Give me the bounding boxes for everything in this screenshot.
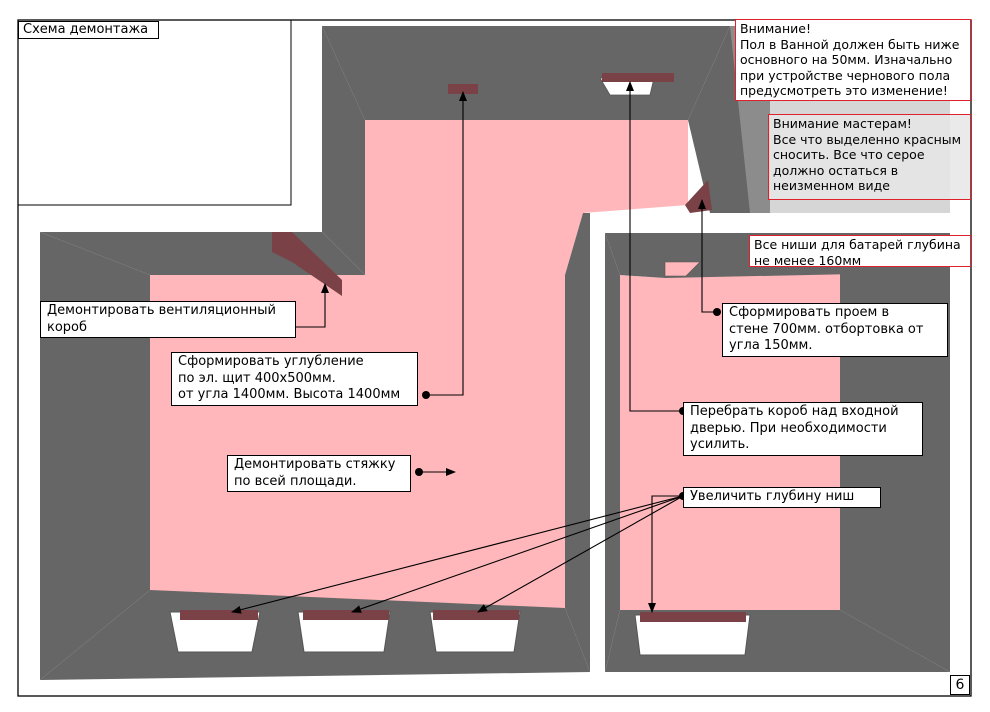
corner-panel-outline [18,20,292,206]
note-line: Все что выделенно красным [773,131,962,147]
sheet-frame [17,19,972,697]
leader-niche-2 [351,495,684,613]
note-line: предусмотреть это изменение! [740,83,948,98]
callout-line: по эл. щит 400х500мм. [178,370,336,386]
note-line: не менее 160мм [754,252,862,268]
note-masters: Внимание мастерам! Все что выделенно кра… [768,114,971,200]
sheet-title: Схема демонтажа [18,21,159,39]
note-line: неизменном виде [773,178,890,193]
leader-wall-opening [698,199,717,313]
right-room-wall-left [605,233,620,672]
callout-line: Демонтировать вентиляционный [47,303,276,318]
main-room-wall-top-right [688,26,750,213]
note-bathroom-floor: Внимание! Пол в Ванной должен быть ниже … [735,19,971,101]
main-room-wall-right [565,213,590,672]
main-room-wall-left [40,232,150,680]
callout-panel-recess: Сформировать углубление по эл. щит 400х5… [171,352,418,406]
callout-line: Сформировать углубление [178,354,364,369]
leader-niche-4 [648,495,683,613]
callout-line: угла 150мм. [729,338,813,353]
note-line: сносить. Все что серое [773,147,925,162]
callout-screed: Демонтировать стяжку по всей площади. [227,455,411,492]
callout-door-box: Перебрать короб над входной дверью. При … [683,402,923,456]
callout-line: Демонтировать стяжку [234,457,396,472]
door-box-beam [602,73,674,82]
wall-opening-segment [685,180,712,213]
right-room-wall-right [840,272,950,672]
note-line: Внимание мастерам! [773,116,912,131]
radiator-niche-element-4 [640,612,746,622]
note-line: Все ниши для батарей глубина [754,237,961,252]
note-line: должно остаться в [773,162,899,178]
electrical-panel-recess [448,84,478,94]
callout-line: дверью. При необходимости [690,420,887,436]
note-radiator-niches: Все ниши для батарей глубина не менее 16… [749,235,971,268]
callout-line: Сформировать проем в [729,305,890,320]
main-room-wall-left-upper [322,26,365,275]
leader-niche-3 [477,495,684,613]
callout-line: усилить. [690,437,750,452]
callout-line: Перебрать короб над входной [690,404,899,419]
callout-line: стене 700мм. отбортовка от [729,321,924,337]
callout-line: от угла 1400мм. Высота 1400мм [178,387,401,402]
main-room-wall-top [322,26,730,120]
leader-door-box [626,81,683,412]
page-number: 6 [950,675,970,695]
callout-niche-depth: Увеличить глубину ниш [683,487,881,508]
leader-niche-1 [231,495,684,614]
callout-line: короб [47,319,88,335]
note-line: основного на 50мм. Изначально [740,52,953,67]
note-line: при устройстве чернового пола [740,67,951,83]
vent-box [272,232,342,296]
callout-wall-opening: Сформировать проем в стене 700мм. отборт… [722,303,948,357]
radiator-niche-element-1 [180,610,258,620]
note-line: Внимание! [740,21,811,36]
callout-line: Увеличить глубину ниш [690,489,855,504]
callout-line: по всей площади. [234,473,357,489]
radiator-niche-element-2 [303,610,389,620]
note-line: Пол в Ванной должен быть ниже [740,36,960,52]
radiator-niche-element-3 [433,610,519,620]
right-room-step-notch [664,261,701,277]
leader-panel-recess [426,91,467,396]
callout-vent-box: Демонтировать вентиляционный короб [40,301,296,338]
